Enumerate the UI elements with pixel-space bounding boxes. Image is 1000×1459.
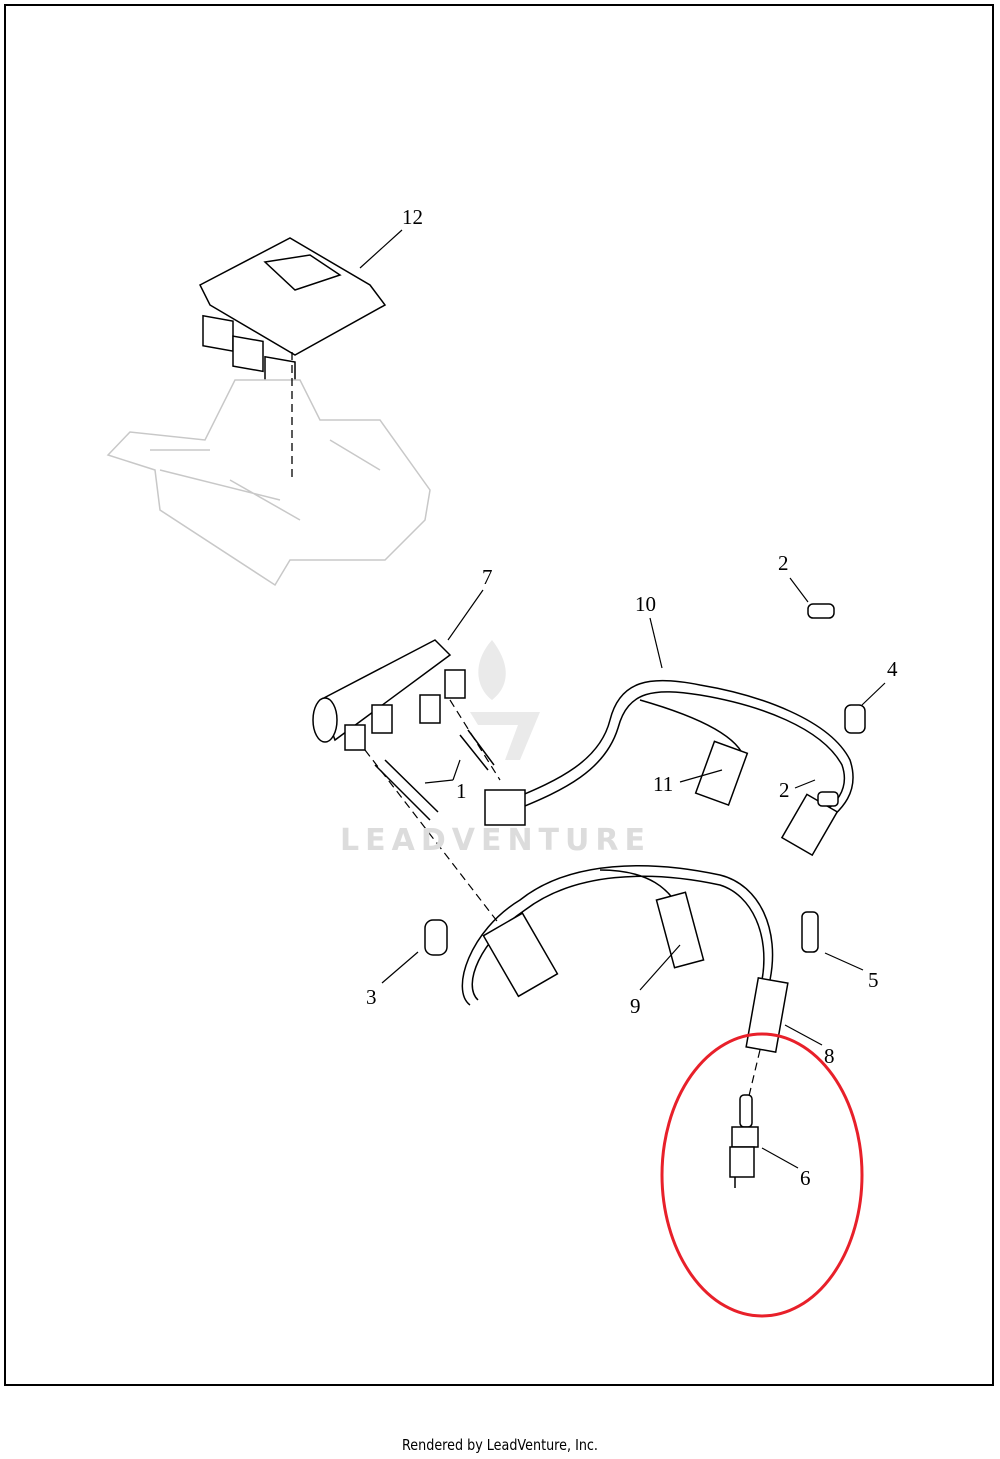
footer-credit: Rendered by LeadVenture, Inc. xyxy=(402,1436,598,1454)
spark-plug[interactable] xyxy=(729,1094,759,1188)
ignition-coil[interactable] xyxy=(312,639,466,751)
spark-plug-wire-8-9[interactable] xyxy=(461,865,789,1053)
clip-4[interactable] xyxy=(844,704,866,734)
clips[interactable] xyxy=(424,603,866,956)
watermark-logo: LEADVENTURE xyxy=(340,640,651,858)
callout-5[interactable]: 5 xyxy=(868,968,879,992)
leader-lines xyxy=(359,229,886,1169)
callout-4[interactable]: 4 xyxy=(887,657,898,681)
clip-5[interactable] xyxy=(801,911,819,953)
callout-2[interactable]: 2 xyxy=(778,551,789,575)
bolts[interactable] xyxy=(374,729,495,821)
callout-12[interactable]: 12 xyxy=(402,205,423,229)
clip-3[interactable] xyxy=(424,919,448,956)
clip-2-top[interactable] xyxy=(807,603,835,619)
callout-8[interactable]: 8 xyxy=(824,1044,835,1068)
clip-2-lower[interactable] xyxy=(817,791,839,807)
callout-7[interactable]: 7 xyxy=(482,565,493,589)
callout-2[interactable]: 2 xyxy=(779,778,790,802)
spark-plug-wire-10[interactable] xyxy=(484,679,854,857)
callout-9[interactable]: 9 xyxy=(630,994,641,1018)
callout-6[interactable]: 6 xyxy=(800,1166,811,1190)
callout-11[interactable]: 11 xyxy=(653,772,673,796)
highlight-circle xyxy=(660,1032,864,1318)
watermark-text: LEADVENTURE xyxy=(340,823,651,858)
diagram-frame xyxy=(4,4,994,1386)
mounting-bracket xyxy=(106,379,431,587)
callout-1[interactable]: 1 xyxy=(456,779,467,803)
callout-3[interactable]: 3 xyxy=(366,985,377,1009)
callout-10[interactable]: 10 xyxy=(635,592,656,616)
